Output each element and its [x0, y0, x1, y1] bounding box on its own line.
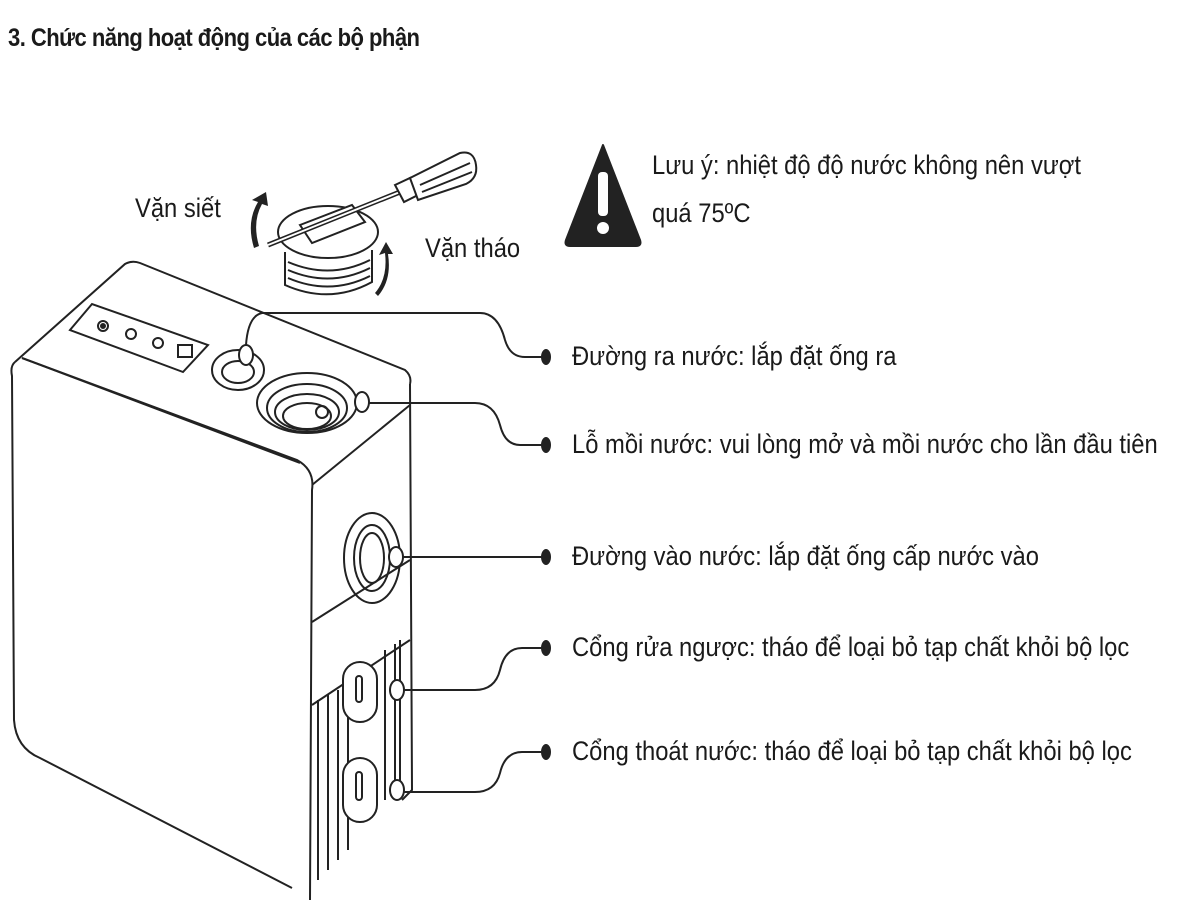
tighten-label: Vặn siết: [135, 193, 221, 223]
warning-triangle-icon: [564, 144, 642, 247]
loosen-label: Vặn tháo: [425, 233, 521, 263]
warning-text-line2: quá 75ºC: [652, 198, 751, 228]
callout-inlet: Đường vào nước: lắp đặt ống cấp nước vào: [572, 541, 1039, 571]
callout-leaders: [238, 312, 545, 801]
pump-body: [10, 260, 414, 900]
drain-plug-illustration: [267, 151, 478, 296]
callout-drain-port: Cổng thoát nước: tháo để loại bỏ tạp chấ…: [572, 736, 1132, 766]
callout-backwash-port: Cổng rửa ngược: tháo để loại bỏ tạp chất…: [572, 632, 1130, 662]
callout-dots: [541, 349, 551, 760]
callout-priming-hole: Lỗ mồi nước: vui lòng mở và mồi nước cho…: [572, 429, 1158, 459]
page-title: 3. Chức năng hoạt động của các bộ phận: [8, 24, 420, 52]
warning-text-line1: Lưu ý: nhiệt độ độ nước không nên vượt: [652, 150, 1081, 180]
rotate-arrow-icon: [250, 192, 393, 296]
callout-outlet: Đường ra nước: lắp đặt ống ra: [572, 341, 897, 371]
